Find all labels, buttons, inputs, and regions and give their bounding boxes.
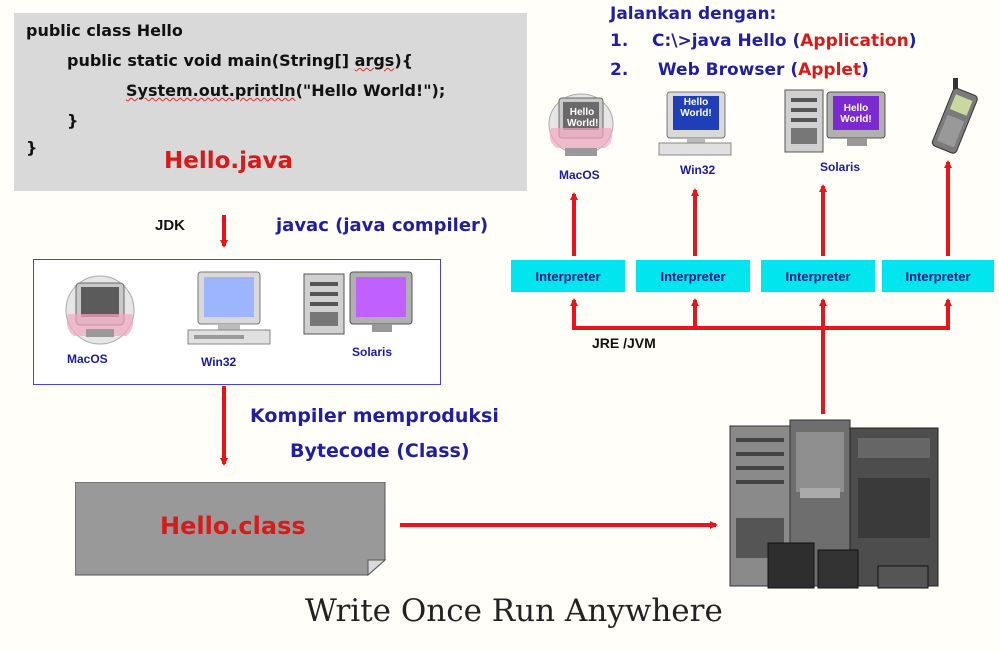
class-file-shape: [75, 482, 387, 577]
java-filename: Hello.java: [164, 148, 294, 174]
target-screen-macos: Hello World!: [567, 107, 599, 129]
pc-monitor-icon: [187, 271, 271, 345]
interpreter-box-4: Interpreter: [882, 260, 994, 292]
run-item-2-end: ): [861, 60, 869, 80]
code-panel: public class Hello public static void ma…: [14, 13, 527, 191]
tagline: Write Once Run Anywhere: [305, 593, 723, 629]
run-item-2-number: 2.: [610, 60, 629, 80]
run-heading: Jalankan dengan:: [610, 4, 777, 24]
code-line-3-call: System.out.println: [126, 81, 296, 100]
target-label-win32: Win32: [680, 163, 716, 177]
code-line-2: public static void main(String[] args){: [67, 51, 413, 70]
code-line-2-main: public static void main(String[]: [67, 51, 355, 70]
target-label-macos: MacOS: [559, 168, 600, 182]
imac-icon: [65, 275, 135, 345]
code-line-4: }: [67, 111, 79, 130]
server-rack-icon: [729, 419, 939, 589]
pc-monitor-icon: [658, 91, 732, 156]
class-filename: Hello.class: [160, 512, 306, 540]
target-label-solaris: Solaris: [820, 160, 861, 174]
interpreter-box-1: Interpreter: [511, 260, 625, 292]
compile-platform-label-win32: Win32: [201, 355, 237, 369]
code-line-1: public class Hello: [26, 21, 183, 40]
imac-icon: [548, 93, 614, 156]
run-item-1-number: 1.: [610, 31, 629, 51]
jvm-label: JRE /JVM: [592, 335, 656, 351]
run-item-1-text: C:\>java Hello (: [651, 31, 801, 51]
jvm-bus-line: [572, 300, 950, 330]
jdk-label: JDK: [155, 217, 186, 234]
target-screen-win32: Hello World!: [680, 97, 712, 119]
bytecode-line-1: Kompiler memproduksi: [250, 405, 499, 427]
code-line-3: System.out.println("Hello World!");: [126, 81, 445, 100]
run-item-2: 2. Web Browser (Applet): [610, 60, 869, 80]
code-line-2-end: ){: [394, 51, 414, 70]
run-item-2-text: Web Browser (: [657, 60, 799, 80]
code-line-2-args: args: [354, 51, 395, 70]
interpreter-box-2: Interpreter: [636, 260, 750, 292]
mobile-phone-icon: [931, 78, 978, 154]
run-item-1-end: ): [908, 31, 917, 51]
javac-label: javac (java compiler): [276, 215, 489, 236]
compile-platform-label-macos: MacOS: [67, 352, 108, 366]
compile-platform-label-solaris: Solaris: [352, 345, 393, 359]
code-line-3-arg: ("Hello World!");: [295, 81, 446, 100]
bytecode-line-2: Bytecode (Class): [290, 440, 470, 462]
target-screen-solaris: Hello World!: [840, 103, 872, 125]
interpreter-box-3: Interpreter: [761, 260, 875, 292]
run-item-2-mode: Applet: [798, 60, 862, 80]
workstation-icon: [784, 89, 886, 153]
code-line-5: }: [26, 138, 38, 157]
run-item-1-mode: Application: [800, 31, 909, 51]
workstation-icon: [303, 271, 413, 335]
run-item-1: 1. C:\>java Hello (Application): [610, 31, 916, 51]
compile-platforms-box: MacOS Win32 Solaris: [33, 259, 441, 385]
